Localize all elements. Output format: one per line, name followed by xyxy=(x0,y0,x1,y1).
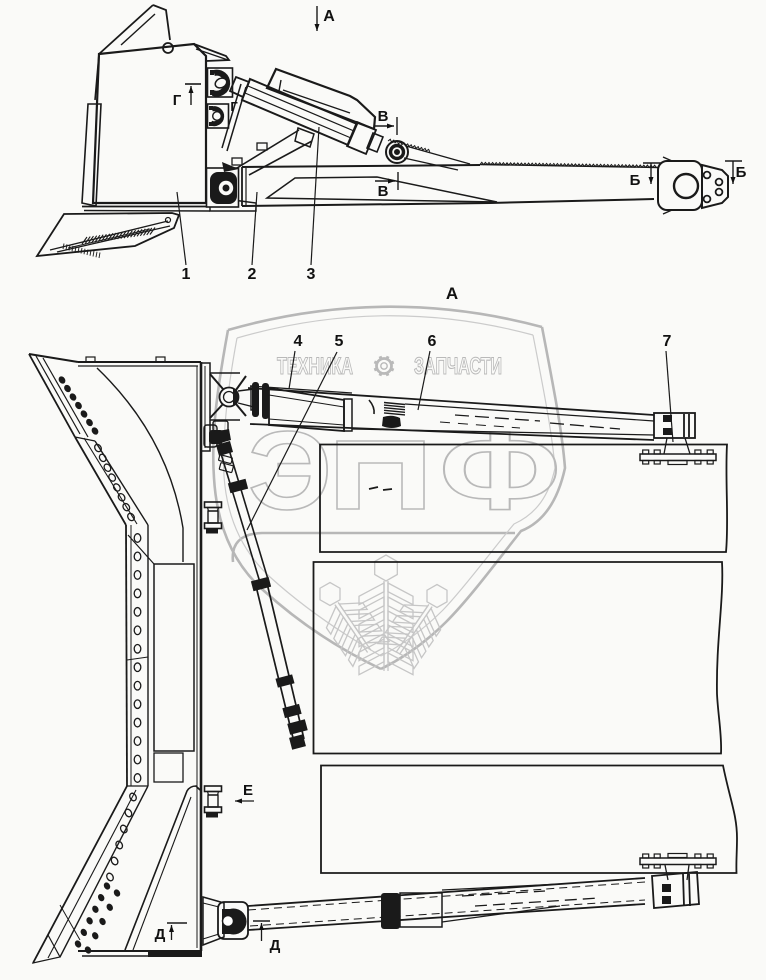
svg-text:4: 4 xyxy=(294,333,303,350)
svg-text:2: 2 xyxy=(248,266,257,283)
svg-text:3: 3 xyxy=(307,266,316,283)
svg-text:5: 5 xyxy=(335,333,344,350)
svg-text:В: В xyxy=(378,183,389,200)
svg-text:Г: Г xyxy=(173,92,182,109)
svg-text:А: А xyxy=(446,284,458,303)
svg-text:Б: Б xyxy=(630,172,641,189)
svg-text:Б: Б xyxy=(736,164,747,181)
svg-text:Д: Д xyxy=(155,926,166,943)
svg-text:Г: Г xyxy=(230,99,238,114)
svg-text:ТЕХНИКА: ТЕХНИКА xyxy=(277,353,353,380)
svg-text:1: 1 xyxy=(182,266,191,283)
svg-text:7: 7 xyxy=(663,333,672,350)
svg-text:В: В xyxy=(378,108,389,125)
svg-text:6: 6 xyxy=(428,333,437,350)
svg-text:Д: Д xyxy=(270,937,281,954)
svg-text:Ф: Ф xyxy=(439,409,561,533)
svg-text:А: А xyxy=(323,8,335,25)
svg-text:Е: Е xyxy=(243,782,253,799)
